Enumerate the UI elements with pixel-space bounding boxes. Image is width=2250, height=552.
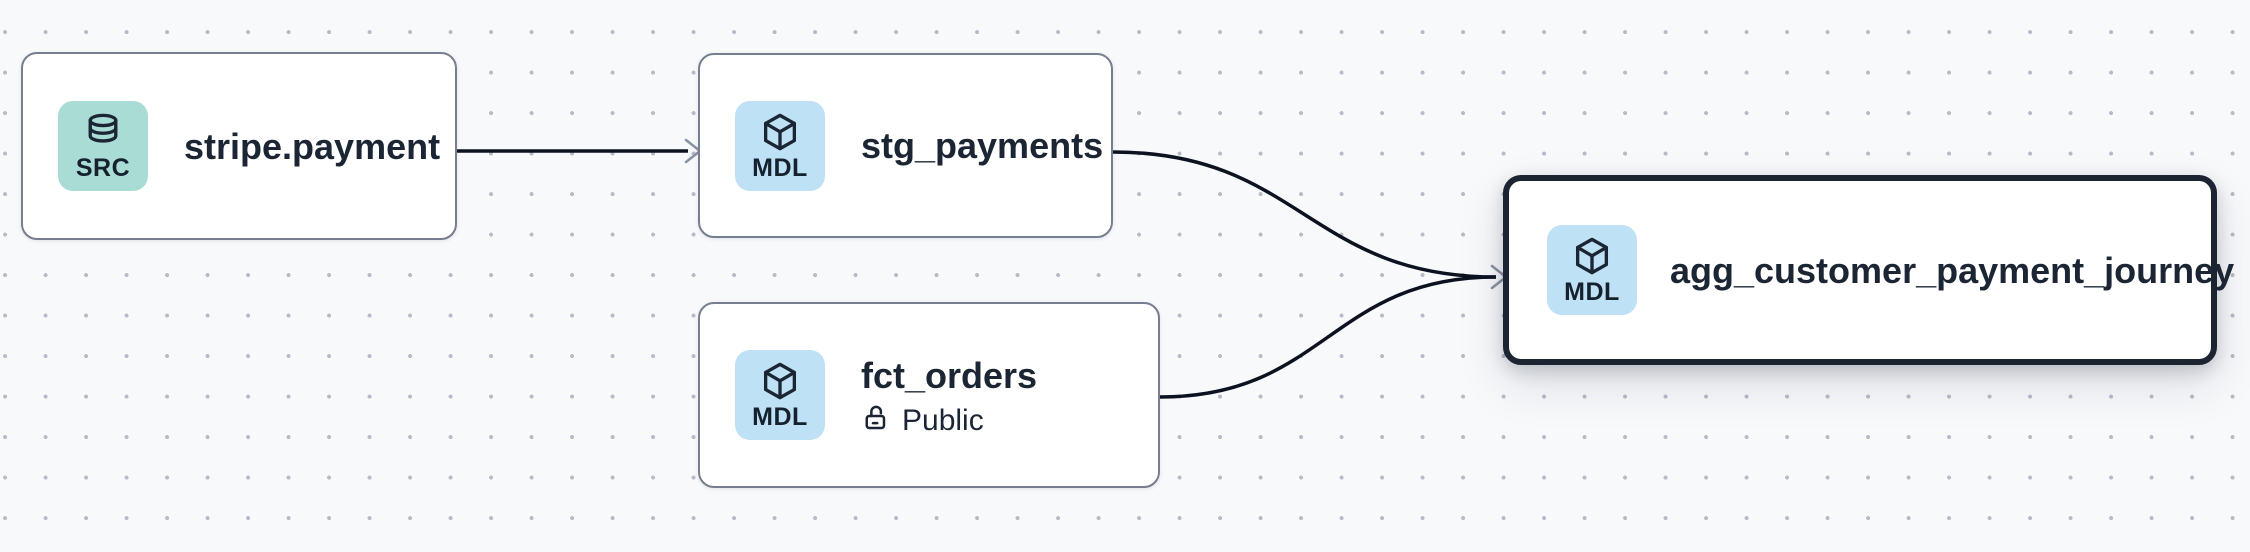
node-stg-payments[interactable]: MDL stg_payments [698,53,1113,238]
access-row: Public [861,403,1037,438]
model-badge: MDL [735,100,825,191]
lock-open-icon [861,403,891,438]
cube-icon [1571,235,1613,277]
badge-label: MDL [752,403,808,431]
node-title: fct_orders [861,354,1038,396]
node-title: stg_payments [861,125,1104,166]
node-agg-customer-payment-journey[interactable]: MDL agg_customer_payment_journey [1503,175,2234,365]
badge-label: MDL [752,153,808,182]
cube-icon [759,111,801,153]
node-title: stripe.payment [184,125,441,167]
model-badge: MDL [1547,225,1637,315]
node-text-block: fct_orders Public [861,353,1037,438]
database-icon [82,111,124,153]
source-badge: SRC [58,101,148,191]
node-stripe-payment[interactable]: SRC stripe.payment [21,52,457,240]
model-badge: MDL [735,350,825,440]
cube-icon [759,360,801,402]
access-label: Public [902,403,984,437]
badge-label: SRC [75,154,131,182]
node-title: agg_customer_payment_journey [1670,249,2235,291]
edge-stg-to-agg[interactable] [1112,150,1497,279]
node-fct-orders[interactable]: MDL fct_orders Public [698,302,1160,488]
edge-fct-to-agg[interactable] [1159,275,1497,399]
badge-label: MDL [1564,278,1620,306]
